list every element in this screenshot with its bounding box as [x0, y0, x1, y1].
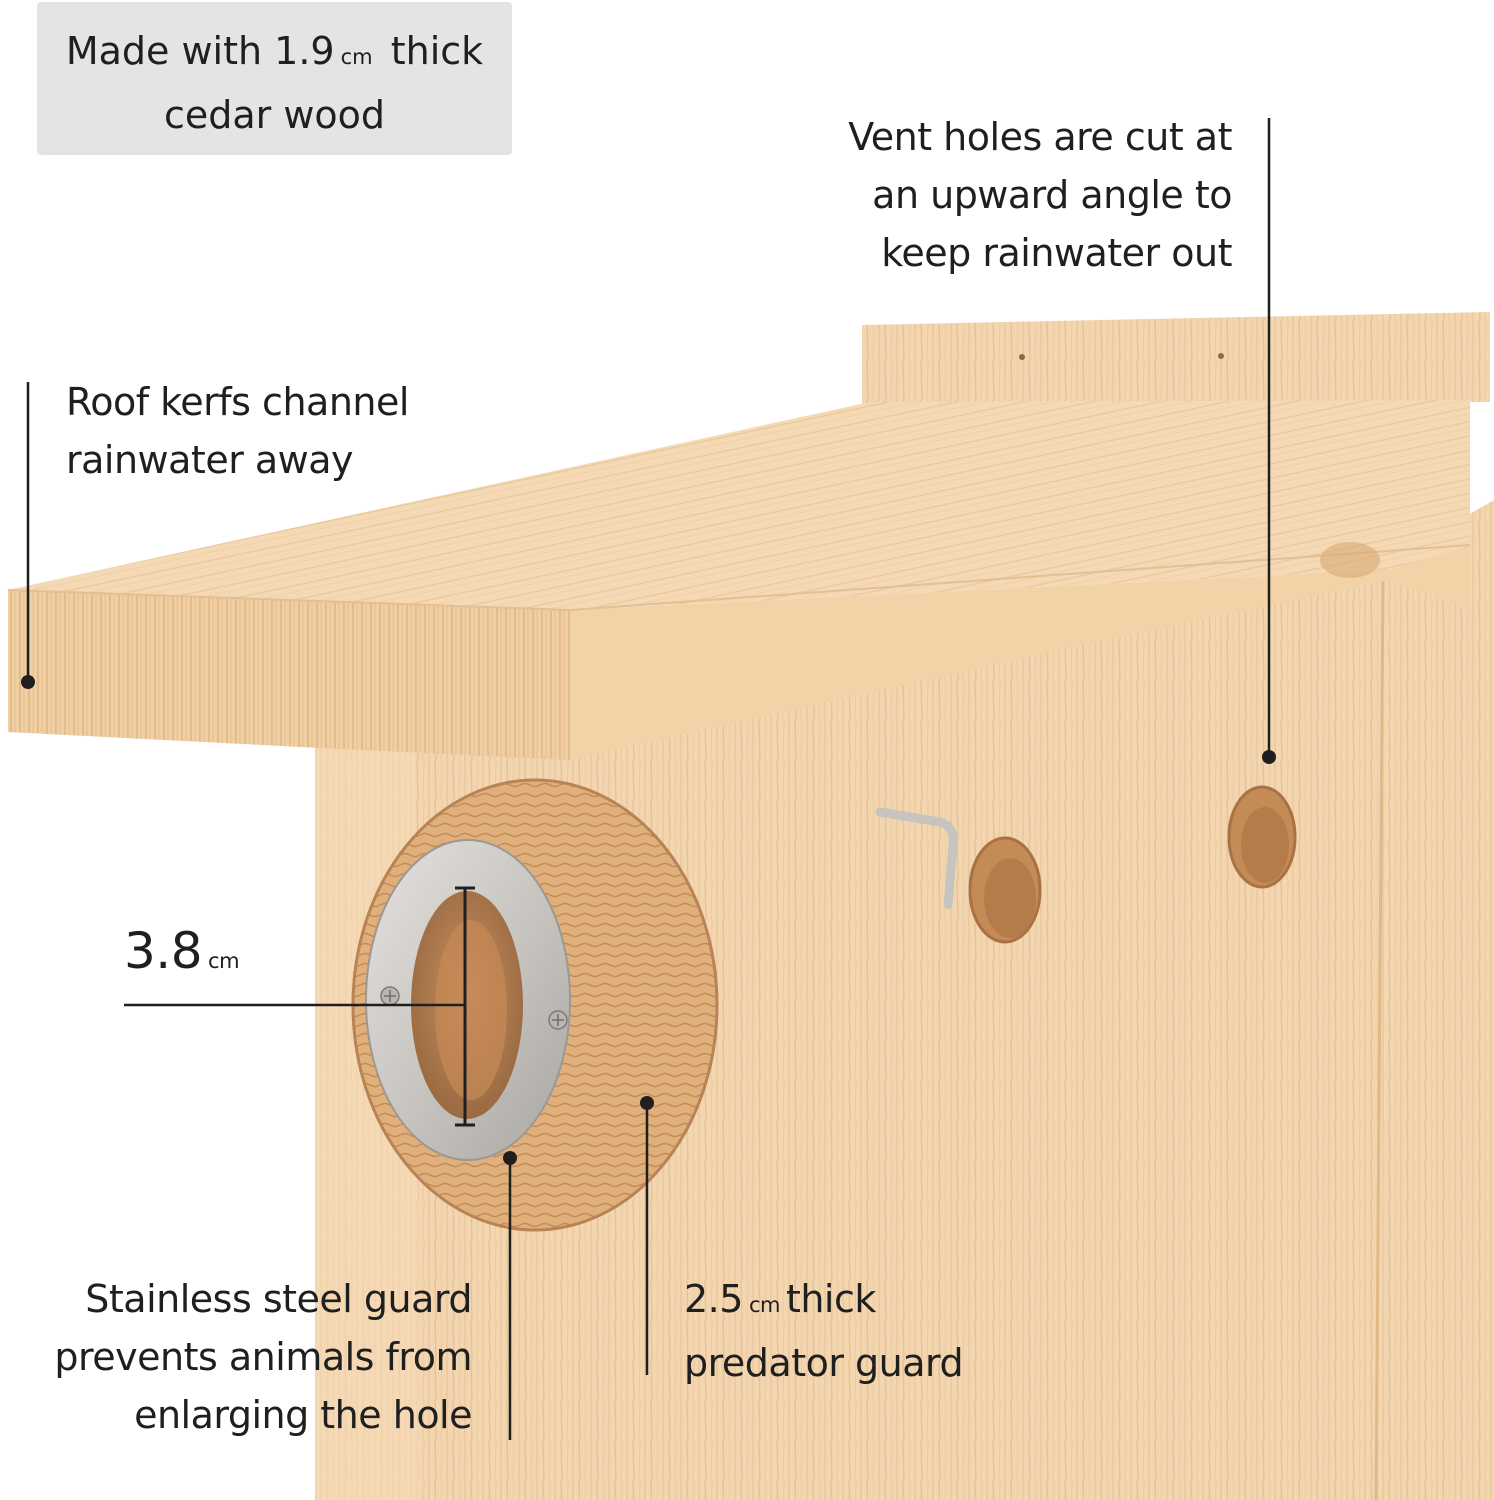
back-board: [862, 312, 1490, 408]
roof-line-2: rainwater away: [66, 438, 354, 482]
hole-dimension-marker: [455, 886, 475, 1127]
steel-line-1: Stainless steel guard: [85, 1277, 472, 1321]
vent-callout: Vent holes are cut at an upward angle to…: [760, 108, 1232, 282]
vent-line-3: keep rainwater out: [881, 231, 1232, 275]
hole-size-unit: cm: [208, 949, 240, 973]
side-panel: [1380, 500, 1494, 1500]
hole-size-value: 3.8: [124, 922, 203, 980]
steel-line-3: enlarging the hole: [134, 1393, 472, 1437]
badge-line-2: thick cedar wood: [163, 29, 484, 137]
predator-suffix: thick: [785, 1277, 876, 1321]
roof-callout: Roof kerfs channel rainwater away: [66, 373, 409, 489]
predator-value: 2.5: [684, 1277, 743, 1321]
vent-line-1: Vent holes are cut at: [848, 115, 1232, 159]
predator-line-2: predator guard: [684, 1341, 964, 1385]
roof-line-1: Roof kerfs channel: [66, 380, 409, 424]
steel-callout-dot: [503, 1151, 517, 1165]
steel-line-2: prevents animals from: [54, 1335, 472, 1379]
badge-unit: cm: [340, 45, 373, 69]
roof-callout-dot: [21, 675, 35, 689]
predator-unit: cm: [748, 1293, 781, 1317]
predator-callout-dot: [640, 1096, 654, 1110]
vent-callout-dot: [1262, 750, 1276, 764]
screw: [380, 986, 400, 1006]
hook: [875, 807, 958, 910]
vent-line-2: an upward angle to: [872, 173, 1232, 217]
screw: [548, 1010, 568, 1030]
steel-guard-callout: Stainless steel guard prevents animals f…: [10, 1270, 472, 1444]
badge-prefix: Made with 1.9: [65, 29, 335, 73]
roof: [8, 400, 1470, 610]
